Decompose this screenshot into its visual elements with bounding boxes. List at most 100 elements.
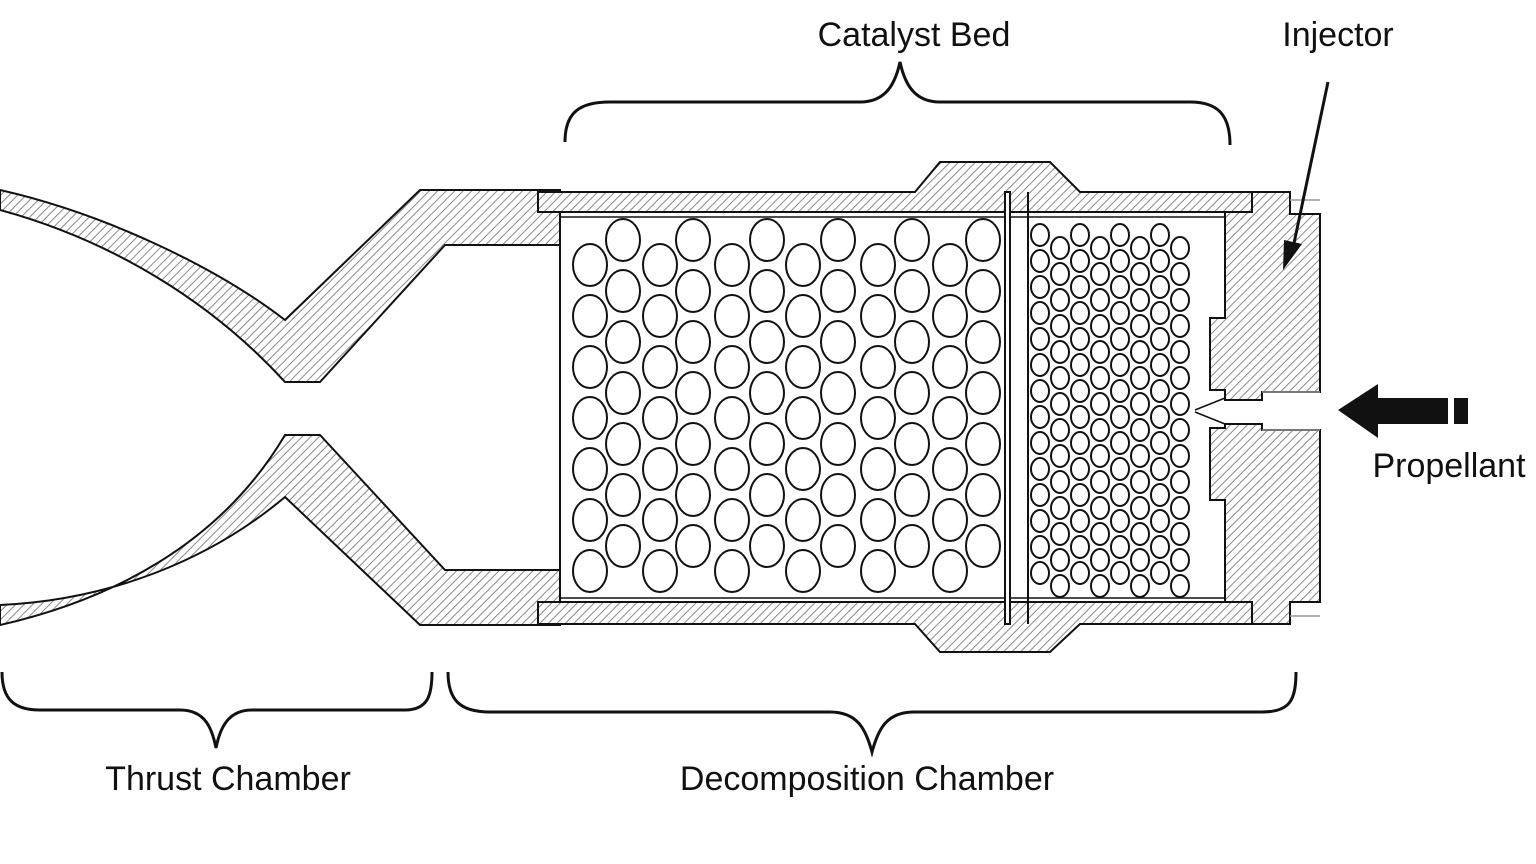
- catalyst-pellet: [642, 396, 678, 440]
- catalyst-pellet: [1130, 548, 1150, 572]
- catalyst-pellet: [1110, 223, 1130, 247]
- bed-divider-screen-left: [559, 212, 1006, 602]
- catalyst-pellet: [1070, 535, 1090, 559]
- catalyst-pellet: [1130, 522, 1150, 546]
- catalyst-pellet: [1070, 301, 1090, 325]
- catalyst-pellet: [965, 524, 1001, 568]
- small-catalyst-pellets: [1030, 223, 1190, 598]
- catalyst-pellet: [1050, 522, 1070, 546]
- catalyst-pellet: [1090, 496, 1110, 520]
- catalyst-pellet: [1090, 340, 1110, 364]
- catalyst-pellet: [894, 524, 930, 568]
- catalyst-pellet: [1150, 327, 1170, 351]
- catalyst-pellet: [1070, 327, 1090, 351]
- catalyst-pellet: [1170, 340, 1190, 364]
- catalyst-pellet: [1150, 223, 1170, 247]
- catalyst-pellet: [932, 498, 968, 542]
- catalyst-pellet: [1110, 249, 1130, 273]
- propellant-label: Propellant: [1372, 447, 1526, 485]
- catalyst-pellet: [860, 549, 896, 593]
- catalyst-pellet: [1070, 275, 1090, 299]
- catalyst-pellet: [1070, 379, 1090, 403]
- catalyst-pellet: [1130, 340, 1150, 364]
- catalyst-pellet: [1110, 405, 1130, 429]
- catalyst-pellet: [820, 269, 856, 313]
- catalyst-pellet: [785, 294, 821, 338]
- catalyst-pellet: [1170, 444, 1190, 468]
- catalyst-pellet: [1090, 236, 1110, 260]
- injector-upper-block: [1209, 191, 1321, 401]
- catalyst-pellet: [675, 371, 711, 415]
- catalyst-pellet: [1050, 314, 1070, 338]
- catalyst-pellet: [1170, 496, 1190, 520]
- catalyst-pellet: [749, 473, 785, 517]
- chamber-lower-wall: [537, 601, 1253, 653]
- catalyst-pellet: [749, 218, 785, 262]
- catalyst-pellet: [1030, 275, 1050, 299]
- catalyst-pellet: [1090, 392, 1110, 416]
- injector-feed-line: [1262, 199, 1320, 617]
- catalyst-pellet: [1050, 236, 1070, 260]
- catalyst-pellet: [1110, 379, 1130, 403]
- catalyst-pellet: [1130, 236, 1150, 260]
- catalyst-pellet: [1150, 379, 1170, 403]
- catalyst-pellet: [1170, 522, 1190, 546]
- catalyst-pellet: [572, 294, 608, 338]
- catalyst-pellet: [1030, 561, 1050, 585]
- catalyst-pellet: [714, 243, 750, 287]
- injector-orifice: [1194, 397, 1226, 425]
- catalyst-pellet: [714, 345, 750, 389]
- catalyst-pellet: [820, 524, 856, 568]
- injector-pointer-arrow: [1291, 81, 1330, 249]
- catalyst-pellet: [1030, 379, 1050, 403]
- catalyst-pellet: [642, 447, 678, 491]
- catalyst-pellet: [1110, 457, 1130, 481]
- catalyst-pellet: [675, 269, 711, 313]
- catalyst-pellet: [1170, 470, 1190, 494]
- catalyst-pellet: [1130, 470, 1150, 494]
- catalyst-pellet: [1130, 496, 1150, 520]
- catalyst-pellet: [1070, 509, 1090, 533]
- catalyst-pellet: [642, 243, 678, 287]
- catalyst-pellet: [894, 269, 930, 313]
- catalyst-pellet: [1050, 366, 1070, 390]
- catalyst-pellet: [1090, 262, 1110, 286]
- catalyst-pellet: [965, 320, 1001, 364]
- catalyst-pellet: [572, 243, 608, 287]
- catalyst-pellet: [1070, 249, 1090, 273]
- catalyst-pellet: [1030, 405, 1050, 429]
- catalyst-pellet: [820, 371, 856, 415]
- catalyst-pellet: [894, 371, 930, 415]
- catalyst-pellet: [1170, 288, 1190, 312]
- catalyst-pellet: [1110, 535, 1130, 559]
- catalyst-pellet: [572, 447, 608, 491]
- catalyst-pellet: [1110, 431, 1130, 455]
- catalyst-pellet: [642, 498, 678, 542]
- catalyst-pellet: [932, 345, 968, 389]
- catalyst-pellet: [1070, 457, 1090, 481]
- catalyst-pellet: [1150, 353, 1170, 377]
- catalyst-pellet: [1130, 262, 1150, 286]
- catalyst-pellet: [1090, 366, 1110, 390]
- catalyst-pellet: [605, 473, 641, 517]
- catalyst-pellet: [1130, 418, 1150, 442]
- catalyst-pellet: [820, 422, 856, 466]
- catalyst-pellet: [1030, 223, 1050, 247]
- catalyst-pellet: [1110, 301, 1130, 325]
- catalyst-pellet: [1170, 366, 1190, 390]
- catalyst-pellet: [1150, 509, 1170, 533]
- catalyst-pellet: [1090, 444, 1110, 468]
- catalyst-pellet: [749, 524, 785, 568]
- catalyst-pellet: [714, 396, 750, 440]
- thrust-chamber-label: Thrust Chamber: [105, 760, 351, 798]
- catalyst-pellet: [1050, 574, 1070, 598]
- propellant-arrow-icon: [1338, 384, 1468, 438]
- catalyst-pellet: [1070, 483, 1090, 507]
- catalyst-pellet: [1130, 574, 1150, 598]
- catalyst-pellet: [1130, 314, 1150, 338]
- catalyst-pellet: [1070, 561, 1090, 585]
- catalyst-pellet: [860, 498, 896, 542]
- bed-divider-screen: [1004, 191, 1029, 625]
- catalyst-pellet: [1050, 470, 1070, 494]
